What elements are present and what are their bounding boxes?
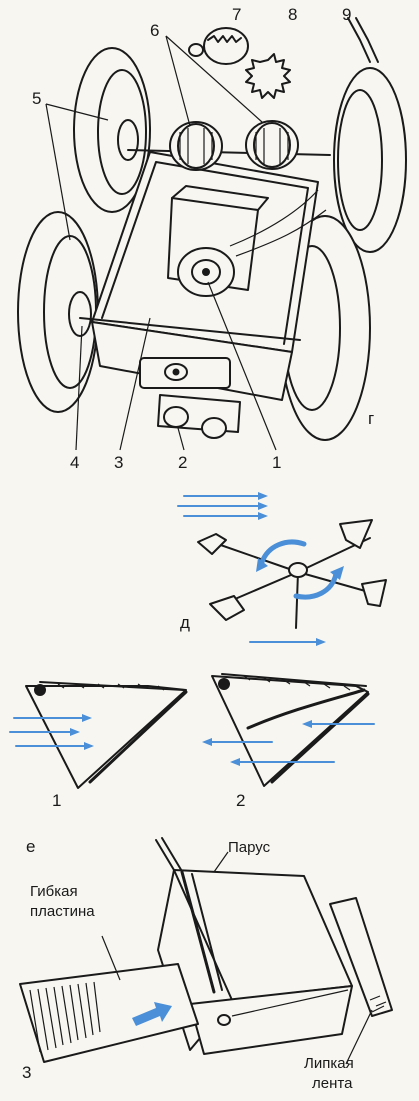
rotor-cups <box>197 519 387 621</box>
front-axle <box>79 317 301 341</box>
callout-9: 9 <box>342 5 351 24</box>
callout-4: 4 <box>70 453 79 472</box>
rear-axle <box>127 120 331 171</box>
callout-1: 1 <box>272 453 281 472</box>
tape-label-line2: лента <box>312 1075 353 1092</box>
sail-assembly-diagram: е П <box>19 837 393 1092</box>
housing <box>189 985 353 1055</box>
state-label-1: 1 <box>52 791 61 810</box>
panel-letter-e: е <box>26 837 35 856</box>
wheel-rear-right <box>333 67 407 253</box>
flexible-plate <box>19 963 199 1063</box>
gear-7 <box>188 27 249 65</box>
valve-diagram-state-2: 2 <box>202 673 375 810</box>
panel-letter-d: д <box>180 613 190 632</box>
wind-rotor-diagram: д <box>177 492 387 646</box>
sail-label: Парус <box>228 839 271 856</box>
vehicle-diagram: 5 6 7 8 9 4 3 2 1 г <box>17 5 407 472</box>
callout-6: 6 <box>150 21 159 40</box>
callout-3: 3 <box>114 453 123 472</box>
wind-arrow-bottom <box>249 638 326 646</box>
motor <box>167 185 327 297</box>
valve-diagram-state-1: 1 <box>9 681 188 810</box>
wheel-front-left <box>17 211 99 413</box>
wheel-rear-left <box>73 47 151 213</box>
tape-label-line1: Липкая <box>304 1055 354 1072</box>
callout-2: 2 <box>178 453 187 472</box>
leader-lines <box>45 35 277 451</box>
power-wire <box>347 17 371 63</box>
sticky-tape <box>329 897 393 1065</box>
plate-label-line2: пластина <box>30 903 95 920</box>
gear-8 <box>245 53 291 99</box>
wind-arrows-state-2 <box>202 720 375 766</box>
panel-number-3: 3 <box>22 1063 31 1082</box>
wind-arrows-top <box>177 492 268 520</box>
wind-arrows-state-1 <box>9 714 94 750</box>
rotation-arrows <box>256 539 344 600</box>
callout-7: 7 <box>232 5 241 24</box>
callout-5: 5 <box>32 89 41 108</box>
panel-letter-g: г <box>368 409 374 428</box>
state-label-2: 2 <box>236 791 245 810</box>
plate-label-line1: Гибкая <box>30 883 78 900</box>
sail <box>157 869 353 1051</box>
callout-8: 8 <box>288 5 297 24</box>
